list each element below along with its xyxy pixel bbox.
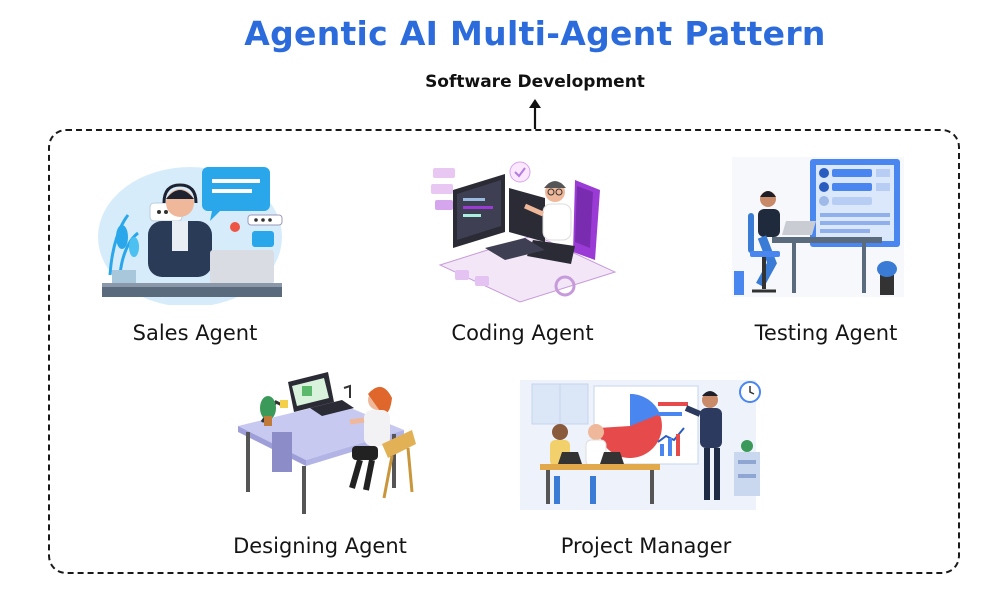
team-presentation-illustration-icon	[520, 380, 761, 510]
tester-dashboard-illustration-icon	[732, 157, 904, 297]
designer-desk-illustration-icon	[238, 372, 416, 514]
page-title: Agentic AI Multi-Agent Pattern	[244, 14, 826, 53]
coding-agent-label: Coding Agent	[451, 321, 594, 345]
coding-agent-card: Coding Agent	[425, 160, 625, 345]
up-arrow-connector	[529, 99, 541, 129]
sales-agent-card: Sales Agent	[90, 155, 290, 345]
customer-support-illustration-icon	[98, 167, 283, 305]
project-manager-card: Project Manager	[520, 372, 780, 558]
designing-agent-card: Designing Agent	[232, 368, 417, 558]
testing-agent-card: Testing Agent	[732, 155, 912, 345]
developer-workstation-illustration-icon	[431, 161, 617, 303]
project-manager-label: Project Manager	[560, 534, 732, 558]
agents-container	[48, 129, 960, 574]
sales-agent-label: Sales Agent	[132, 321, 258, 345]
testing-agent-label: Testing Agent	[754, 321, 898, 345]
page-subtitle: Software Development	[425, 72, 645, 92]
designing-agent-label: Designing Agent	[233, 534, 407, 558]
